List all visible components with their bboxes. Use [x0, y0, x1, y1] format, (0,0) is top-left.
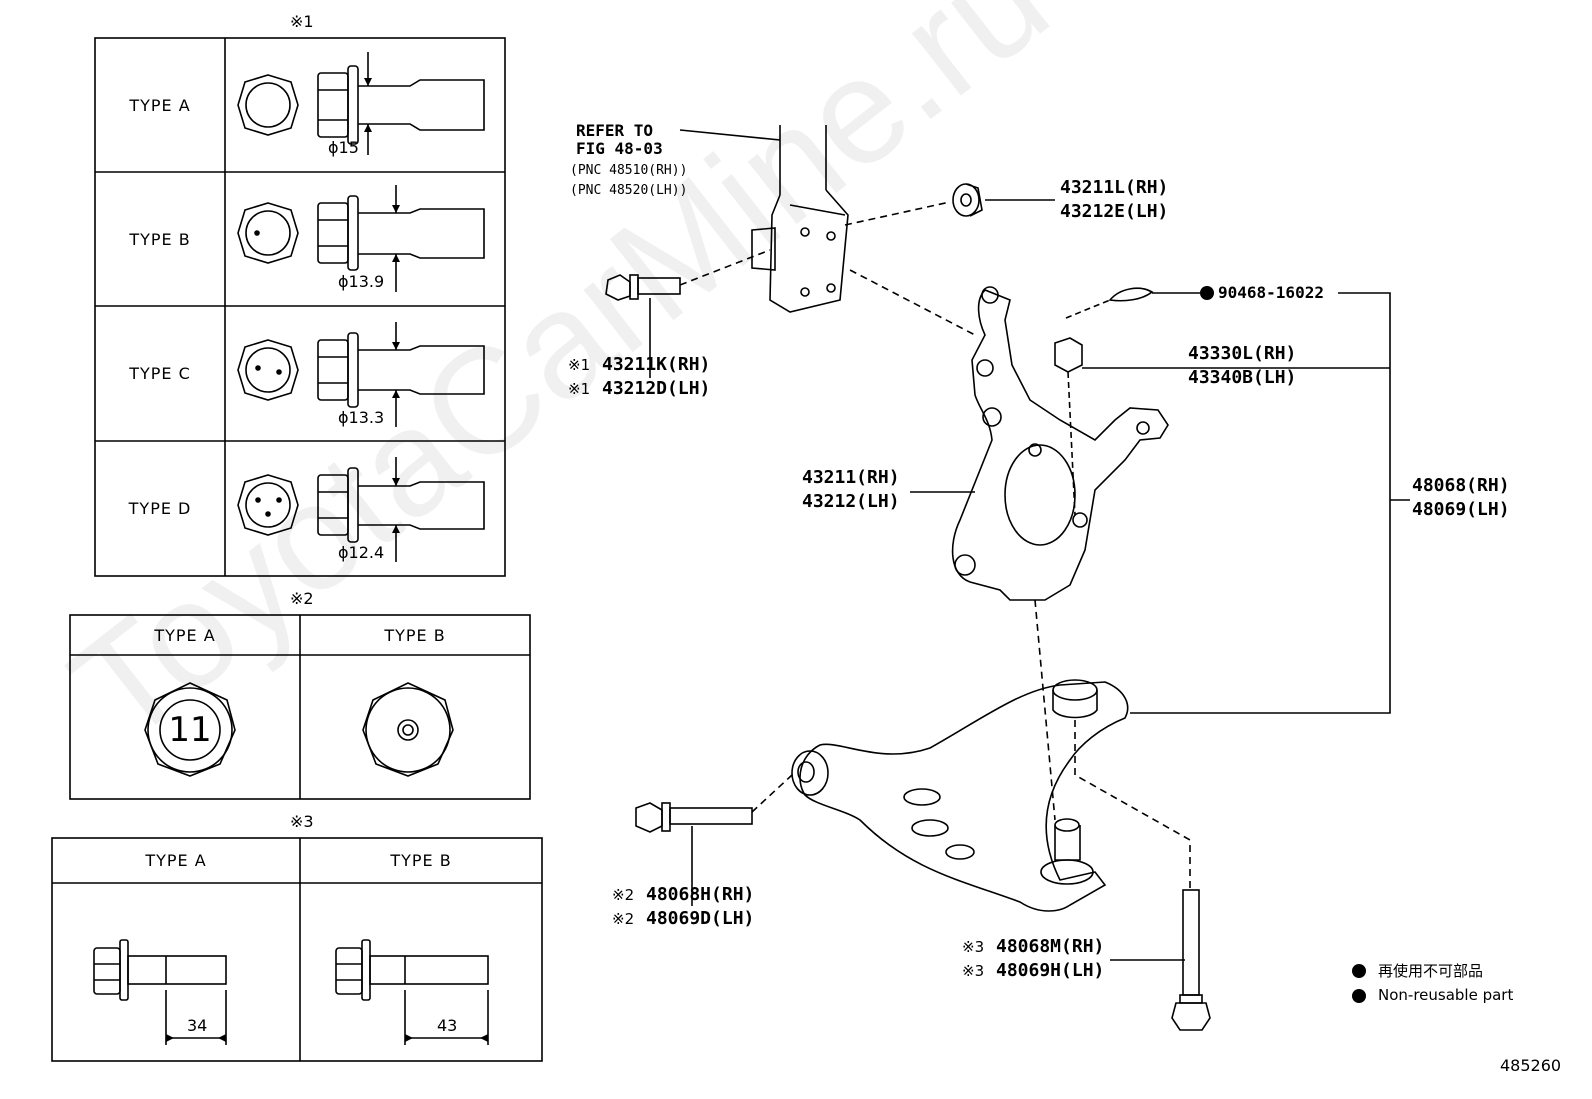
part-48069D: 48069D(LH) [646, 908, 755, 929]
dimension-arrows [166, 78, 488, 1042]
diameter-c: ϕ13.3 [338, 408, 385, 427]
refer-line-2: FIG 48-03 [576, 139, 663, 158]
flange-bolt-type-b [335, 939, 489, 1045]
legend-en: Non-reusable part [1378, 986, 1514, 1004]
mark-48069D: ※2 [612, 910, 635, 928]
part-43340B: 43340B(LH) [1188, 367, 1297, 388]
table-3-frame [51, 837, 543, 1062]
mark-43212D: ※1 [568, 380, 591, 398]
diameter-d: ϕ12.4 [338, 543, 385, 562]
cotter-pin [1065, 287, 1200, 319]
nut-type-b [362, 682, 454, 777]
flange-bolt-type-a [93, 939, 227, 1045]
refer-line-4: (PNC 48520(LH)) [570, 183, 688, 198]
figure-number: 485260 [1500, 1056, 1562, 1075]
refer-line-3: (PNC 48510(RH)) [570, 163, 688, 178]
hub-bolt-type-a [237, 52, 485, 155]
strut-assembly [751, 125, 849, 313]
legend-jp: 再使用不可部品 [1378, 962, 1484, 980]
nut-type-a [144, 682, 236, 777]
mark-43211K: ※1 [568, 356, 591, 374]
strut-bolt [605, 249, 771, 378]
part-43211: 43211(RH) [802, 467, 900, 488]
mark-48068H: ※2 [612, 886, 635, 904]
castle-nut [1054, 337, 1160, 516]
part-48068M: 48068M(RH) [996, 936, 1105, 957]
lower-arm-front-bolt [635, 774, 793, 906]
part-43211L: 43211L(RH) [1060, 177, 1169, 198]
mark-48069H: ※3 [962, 962, 985, 980]
part-43212E: 43212E(LH) [1060, 201, 1169, 222]
part-90468: 90468-16022 [1218, 283, 1324, 302]
part-43212: 43212(LH) [802, 491, 900, 512]
table-3-type-a: TYPE A [145, 851, 207, 870]
legend-dot-icon [1352, 989, 1366, 1003]
part-48069H: 48069H(LH) [996, 960, 1105, 981]
hub-bolt-type-b [237, 185, 485, 292]
lower-arm-rear-bolt [1110, 845, 1211, 1031]
assembly-bracket [1130, 292, 1410, 714]
diameter-a: ϕ15 [328, 138, 359, 157]
part-48068H: 48068H(RH) [646, 884, 755, 905]
nut-mark: 11 [168, 710, 212, 750]
legend-dot-icon [1352, 964, 1366, 978]
part-48069: 48069(LH) [1412, 499, 1510, 520]
hub-bolt-type-c [237, 322, 485, 427]
table-2-type-b: TYPE B [384, 625, 446, 645]
steering-knuckle [910, 286, 1169, 601]
table-1-type-c: TYPE C [129, 364, 191, 383]
table-3-marker: ※3 [290, 812, 314, 831]
part-43211K: 43211K(RH) [602, 354, 711, 375]
table-1-type-a: TYPE A [129, 95, 191, 115]
part-43330L: 43330L(RH) [1188, 343, 1297, 364]
table-1-type-d: TYPE D [128, 499, 192, 518]
lower-arm [791, 679, 1129, 912]
diameter-b: ϕ13.9 [338, 272, 385, 291]
table-1-type-b: TYPE B [129, 229, 191, 249]
refer-line-1: REFER TO [576, 121, 654, 140]
non-reusable-dot-icon [1200, 286, 1214, 300]
table-2-type-a: TYPE A [154, 625, 216, 645]
length-a: 34 [187, 1016, 208, 1035]
part-43212D: 43212D(LH) [602, 378, 711, 399]
length-b: 43 [437, 1016, 458, 1035]
table-1-marker: ※1 [290, 12, 314, 31]
table-2-frame [69, 614, 531, 800]
table-2-marker: ※2 [290, 589, 314, 608]
mark-48068M: ※3 [962, 938, 985, 956]
table-1-frame [94, 37, 506, 577]
table-3-type-b: TYPE B [390, 851, 452, 870]
part-48068: 48068(RH) [1412, 475, 1510, 496]
cam-washer [844, 183, 1055, 226]
